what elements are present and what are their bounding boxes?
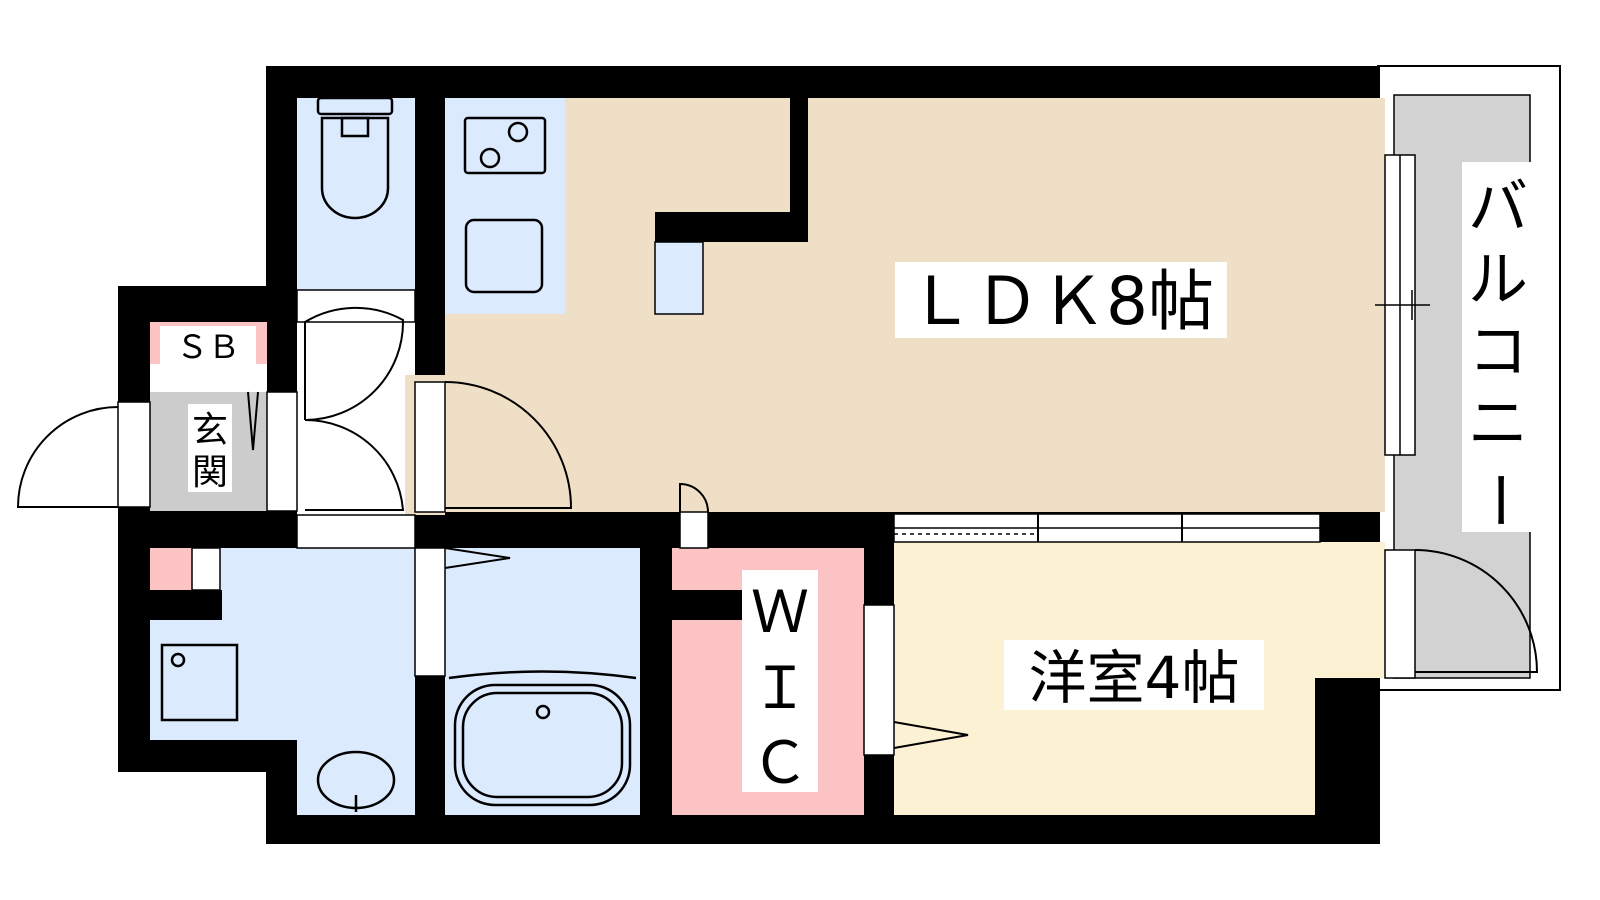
wic-label-bg [742,570,818,792]
washing-machine-drain-icon [170,652,186,668]
burner-2-icon [479,147,501,169]
bathtub [453,683,632,807]
entrance-door-swing [16,406,119,508]
genkan-step [266,391,298,512]
wic-label-w: Ｗ [751,578,809,646]
washroom-bath-gap [414,547,446,677]
genkan-label-1: 玄 [192,410,228,451]
kitchen-sink [464,218,544,294]
room-toilet [297,98,415,290]
ldk-label: ＬＤＫ8帖 [908,263,1214,340]
hall-ldk-gap [414,381,446,513]
sb-inner [150,364,267,392]
wic-door-swing [679,482,709,513]
wic-bedroom-gap [863,604,895,756]
shoebox-door-triangle [247,391,259,451]
ldk-door-swing [444,381,573,509]
room-bathroom [445,548,640,815]
sb-label-bg [160,326,256,364]
bathtub-inner [461,691,624,799]
toilet-door-swing [304,306,405,421]
fridge-space [654,241,704,315]
hall-washroom-gap [296,514,416,549]
balcony-label-2: ル [1468,245,1528,315]
wic-label-c: Ｃ [751,729,809,797]
genkan-label-2: 関 [192,452,228,493]
wic-alcove [672,548,714,590]
bedroom-label-bg [1004,640,1264,710]
bath-door-triangle [444,547,511,569]
washbasin [316,750,396,810]
balcony-label-bg [1462,162,1534,532]
balcony-label-3: コ [1468,317,1528,387]
balcony-label-1: バ [1468,173,1528,243]
washroom-wall-stub [150,590,222,620]
burner-1-icon [507,121,529,143]
bedroom-window-swing [1414,549,1539,673]
sb-label: ＳＢ [176,328,240,366]
toilet-seat-lid [340,116,370,138]
bedroom-label: 洋室4帖 [1029,644,1240,712]
wic-label-i: Ｉ [751,654,809,722]
bathtub-drain-icon [535,704,551,720]
bathtub-rim [448,670,637,680]
kitchen-counter [445,98,565,314]
toilet-bowl [320,116,390,220]
entrance-door-gap [117,401,151,508]
washroom-white-block [191,547,221,591]
wic-wall-stub [672,590,744,620]
toilet-tank [316,96,394,116]
bedroom-window-gap [1384,549,1416,679]
washroom-door-swing [304,418,405,511]
stove-top [463,116,547,175]
balcony-label-4: ニ [1468,389,1528,459]
bedroom-door-triangle [893,721,969,749]
wic-door-post [679,511,709,549]
ldk-label-bg [895,262,1227,338]
washroom-pink-block [150,548,192,590]
washing-machine [160,643,239,722]
balcony-label-5: ー [1463,470,1533,530]
genkan-label-bg [188,404,232,492]
